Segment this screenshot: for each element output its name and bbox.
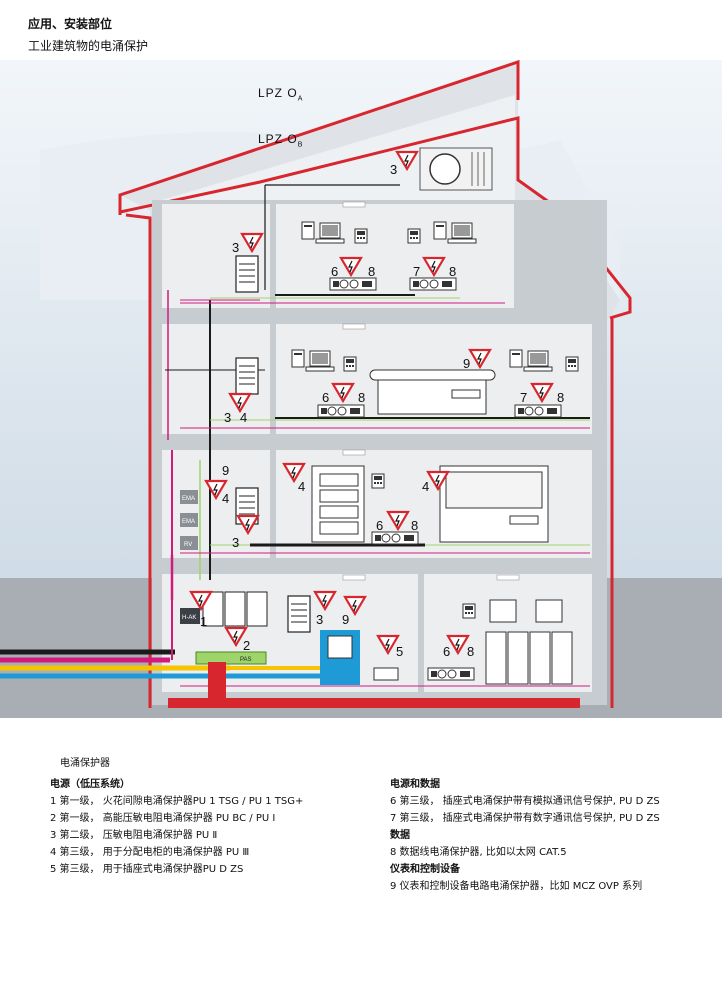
pas-label: PAS <box>240 657 252 663</box>
svg-text:6: 6 <box>322 390 329 405</box>
legend-item: 4 第三级， 用于分配电柜的电涌保护器 PU Ⅲ <box>50 844 303 861</box>
socket-icon <box>410 278 456 290</box>
svg-text:4: 4 <box>240 410 247 425</box>
svg-text:7: 7 <box>520 390 527 405</box>
phone-icon <box>566 357 578 371</box>
phone-icon <box>372 474 384 488</box>
svg-text:3: 3 <box>232 240 239 255</box>
zone-label-inner: LPZ OB <box>258 132 303 148</box>
svg-text:4: 4 <box>298 479 305 494</box>
grounding-bar <box>196 652 266 664</box>
svg-text:7: 7 <box>413 264 420 279</box>
svg-text:4: 4 <box>222 491 229 506</box>
svg-text:1: 1 <box>200 614 207 629</box>
legend-item: 8 数据线电涌保护器, 比如以太网 CAT.5 <box>390 844 660 861</box>
svg-text:8: 8 <box>358 390 365 405</box>
legend-item: 3 第二级， 压敏电阻电涌保护器 PU Ⅱ <box>50 827 303 844</box>
machine-icon <box>440 466 548 542</box>
svg-text:9: 9 <box>222 463 229 478</box>
svg-text:5: 5 <box>396 644 403 659</box>
main-spd-cabinet <box>203 592 267 626</box>
socket-icon <box>372 532 418 544</box>
svg-text:6: 6 <box>443 644 450 659</box>
svg-text:3: 3 <box>316 612 323 627</box>
foundation-earth-bar <box>168 698 580 708</box>
zone-label-outer: LPZ OA <box>258 86 303 102</box>
distribution-panel <box>236 358 258 394</box>
legend-item: 1 第一级， 火花间隙电涌保护器PU 1 TSG / PU 1 TSG+ <box>50 793 303 810</box>
control-cabinet-icon <box>312 466 364 542</box>
heating-unit-icon <box>320 630 360 685</box>
legend-item: 5 第三级， 用于插座式电涌保护器PU D ZS <box>50 861 303 878</box>
distribution-panel <box>288 596 310 632</box>
floor-attic <box>162 204 514 308</box>
svg-text:6: 6 <box>331 264 338 279</box>
svg-text:8: 8 <box>557 390 564 405</box>
svg-text:8: 8 <box>449 264 456 279</box>
legend-power-data-heading: 电源和数据 <box>390 776 660 793</box>
legend-item: 9 仪表和控制设备电路电涌保护器，比如 MCZ OVP 系列 <box>390 878 660 895</box>
svg-text:8: 8 <box>467 644 474 659</box>
socket-icon <box>515 405 561 417</box>
legend-item: 6 第三级， 插座式电涌保护带有模拟通讯信号保护, PU D ZS <box>390 793 660 810</box>
legend-heading: 电涌保护器 <box>60 755 110 772</box>
svg-text:9: 9 <box>342 612 349 627</box>
phone-icon <box>408 229 420 243</box>
svg-text:4: 4 <box>422 479 429 494</box>
svg-text:8: 8 <box>368 264 375 279</box>
legend-control-heading: 仪表和控制设备 <box>390 861 660 878</box>
socket-icon <box>330 278 376 290</box>
svg-text:3: 3 <box>224 410 231 425</box>
machine-icon <box>370 370 495 414</box>
legend-power: 电源（低压系统） 1 第一级， 火花间隙电涌保护器PU 1 TSG / PU 1… <box>50 776 303 878</box>
legend-right: 电源和数据 6 第三级， 插座式电涌保护带有模拟通讯信号保护, PU D ZS … <box>390 776 660 895</box>
phone-icon <box>355 229 367 243</box>
legend-data-heading: 数据 <box>390 827 660 844</box>
ema-label: EMA <box>182 496 195 502</box>
hak-label: H-AK <box>182 615 196 621</box>
socket-icon <box>374 668 398 680</box>
distribution-panel <box>236 256 258 292</box>
phone-icon <box>463 604 475 618</box>
phone-icon <box>344 357 356 371</box>
socket-icon <box>318 405 364 417</box>
svg-text:3: 3 <box>390 162 397 177</box>
svg-text:6: 6 <box>376 518 383 533</box>
building-diagram: EMA EMA RV H-AK PAS <box>0 0 722 760</box>
rv-label: RV <box>184 542 192 548</box>
legend-item: 7 第三级， 插座式电涌保护带有数字通讯信号保护, PU D ZS <box>390 810 660 827</box>
socket-icon <box>428 668 474 680</box>
svg-text:9: 9 <box>463 356 470 371</box>
svg-text:8: 8 <box>411 518 418 533</box>
svg-text:3: 3 <box>232 535 239 550</box>
legend-item: 2 第一级， 高能压敏电阻电涌保护器 PU BC / PU Ⅰ <box>50 810 303 827</box>
svg-text:2: 2 <box>243 638 250 653</box>
air-conditioner-icon <box>420 148 492 190</box>
ema-label: EMA <box>182 519 195 525</box>
legend-power-heading: 电源（低压系统） <box>50 776 303 793</box>
